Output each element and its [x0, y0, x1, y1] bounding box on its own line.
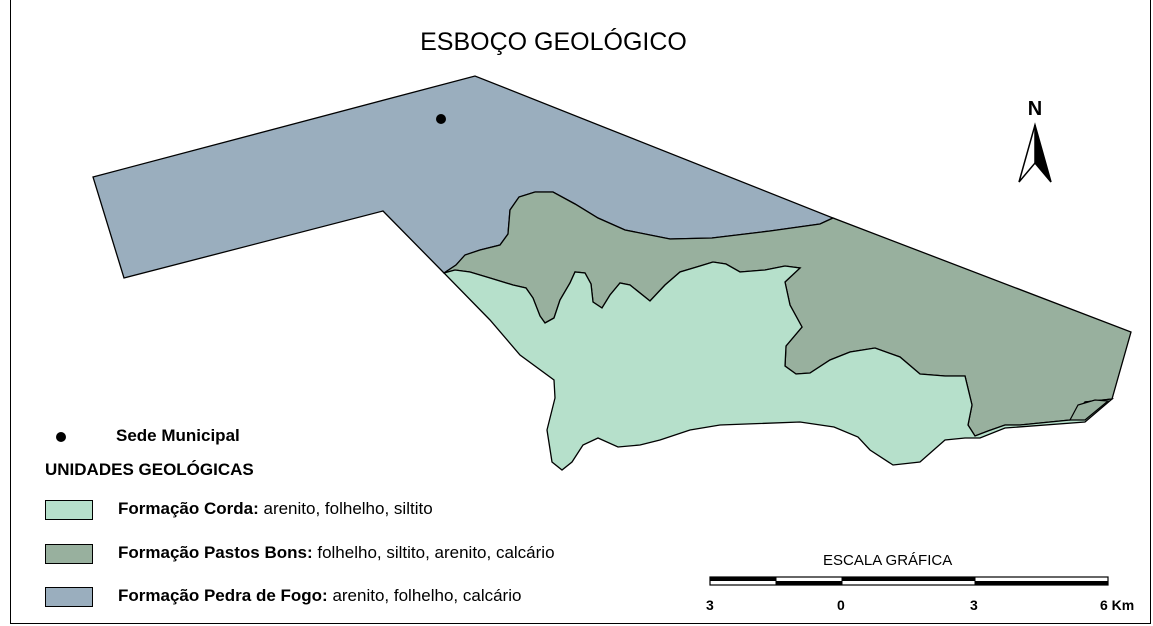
legend-item-pastos-bons: Formação Pastos Bons: folhelho, siltito,…	[118, 543, 555, 562]
swatch-pedra-de-fogo	[45, 587, 93, 607]
scale-title: ESCALA GRÁFICA	[823, 552, 953, 569]
seat-legend-label: Sede Municipal	[116, 426, 240, 445]
municipal-seat-marker	[436, 114, 446, 124]
north-arrow-icon	[1018, 122, 1052, 183]
scale-label-3-left: 3	[706, 597, 714, 613]
units-title: UNIDADES GEOLÓGICAS	[45, 460, 254, 479]
scale-label-0: 0	[837, 597, 845, 613]
legend-item-pedra-de-fogo: Formação Pedra de Fogo: arenito, folhelh…	[118, 586, 522, 605]
scale-label-3-right: 3	[970, 597, 978, 613]
scale-label-6km: 6 Km	[1100, 597, 1135, 613]
map-title: ESBOÇO GEOLÓGICO	[420, 28, 687, 56]
north-label: N	[1028, 98, 1042, 120]
seat-legend-dot-icon	[56, 432, 66, 442]
swatch-pastos-bons	[45, 544, 93, 564]
map-frame	[10, 0, 1151, 624]
scale-bar	[709, 576, 1109, 586]
swatch-corda	[45, 500, 93, 520]
legend-item-corda: Formação Corda: arenito, folhelho, silti…	[118, 499, 433, 518]
unit-pastos-bons-inlier	[1069, 399, 1110, 421]
unit-corda-area	[442, 261, 1115, 471]
